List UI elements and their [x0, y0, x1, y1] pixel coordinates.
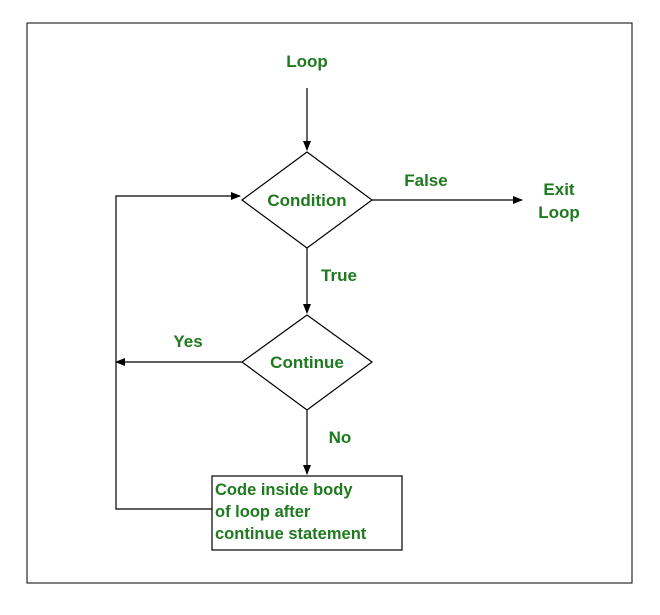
loop-label: Loop [286, 52, 328, 71]
edge-body-loopback [115, 192, 241, 510]
body-text-line3: continue statement [215, 525, 367, 543]
body-box [211, 475, 403, 551]
true-label: True [321, 266, 357, 285]
condition-label: Condition [267, 191, 346, 210]
exit-label-line2: Loop [538, 203, 580, 222]
exit-label-line1: Exit [543, 180, 575, 199]
continue-label: Continue [270, 353, 344, 372]
body-text-line2: of loop after [215, 503, 311, 521]
body-text: Code inside body of loop after continue … [215, 479, 403, 545]
diagram-frame [26, 22, 633, 584]
body-text-line1: Code inside body [215, 481, 353, 499]
no-label: No [329, 428, 352, 447]
false-label: False [404, 171, 447, 190]
yes-label: Yes [173, 332, 202, 351]
